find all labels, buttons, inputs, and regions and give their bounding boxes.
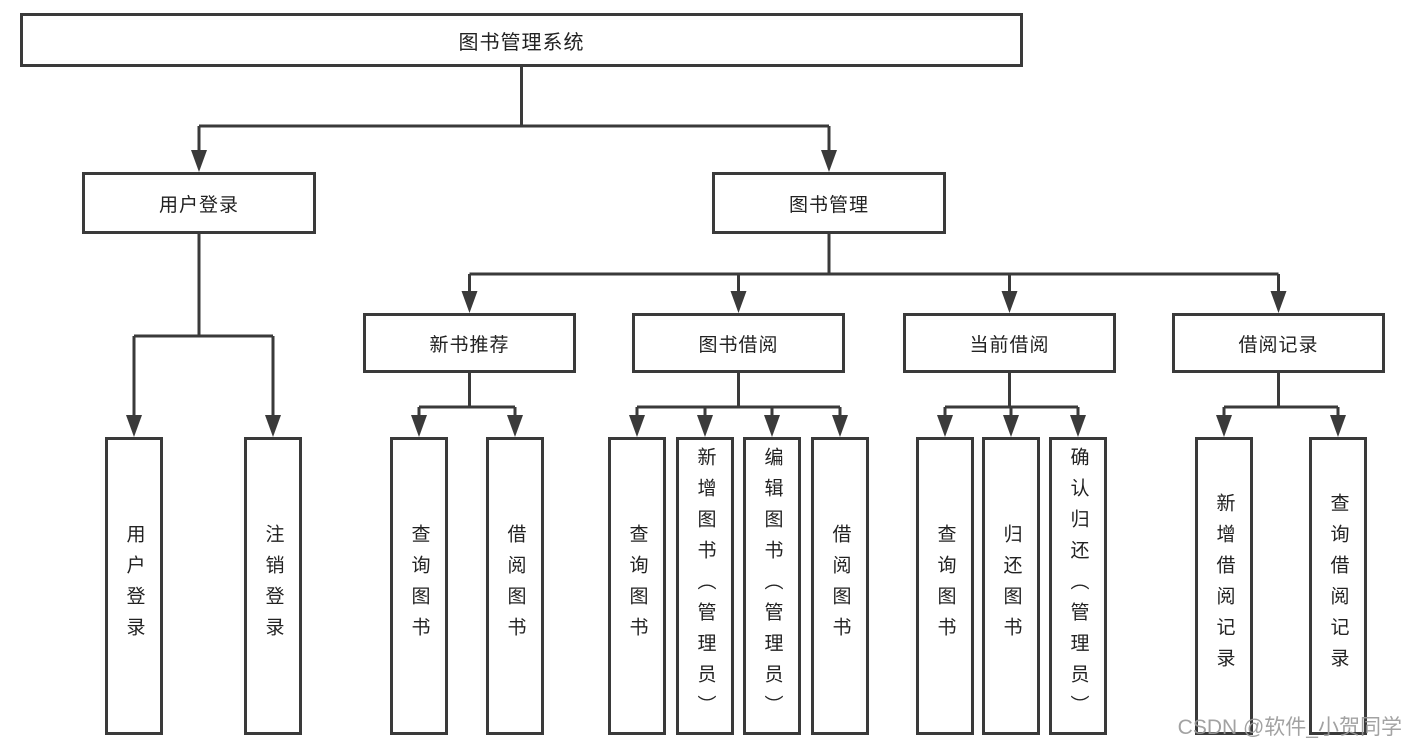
leaf-user-login: 用户登录 (105, 437, 163, 735)
leaf-query-books-borrow: 查询图书 (608, 437, 666, 735)
node-label: 查询借阅记录 (1327, 493, 1349, 679)
leaf-edit-books-admin: 编辑图书（管理员） (743, 437, 801, 735)
node-label: 用户登录 (158, 194, 239, 216)
node-label: 用户登录 (123, 524, 145, 648)
node-label: 归还图书 (1000, 524, 1022, 648)
arrowhead-icon (937, 415, 953, 437)
node-label: 图书管理系统 (458, 31, 585, 54)
node-current-borrow: 当前借阅 (903, 313, 1116, 373)
arrowhead-icon (1003, 415, 1019, 437)
node-label: 当前借阅 (969, 334, 1050, 356)
node-book-management-module: 图书管理 (712, 172, 946, 234)
node-label: 注销登录 (262, 524, 284, 648)
arrowhead-icon (1270, 291, 1287, 313)
arrowhead-icon (832, 415, 848, 437)
leaf-query-books-current: 查询图书 (916, 437, 974, 735)
arrowhead-icon (1001, 291, 1018, 313)
node-label: 图书管理 (788, 194, 869, 216)
node-label: 查询图书 (626, 524, 648, 648)
leaf-confirm-return-admin: 确认归还（管理员） (1049, 437, 1107, 735)
leaf-add-borrow-record: 新增借阅记录 (1195, 437, 1253, 735)
arrowhead-icon (697, 415, 713, 437)
node-new-book-recommend: 新书推荐 (363, 313, 576, 373)
node-label: 新增借阅记录 (1213, 493, 1235, 679)
arrowhead-icon (191, 150, 207, 172)
node-user-login-module: 用户登录 (82, 172, 316, 234)
node-label: 新增图书（管理员） (694, 446, 716, 726)
arrowhead-icon (461, 291, 478, 313)
leaf-query-borrow-record: 查询借阅记录 (1309, 437, 1367, 735)
node-label: 确认归还（管理员） (1067, 446, 1089, 726)
node-book-borrow: 图书借阅 (632, 313, 845, 373)
arrowhead-icon (764, 415, 780, 437)
leaf-borrow-books-recommend: 借阅图书 (486, 437, 544, 735)
leaf-add-books-admin: 新增图书（管理员） (676, 437, 734, 735)
node-library-system: 图书管理系统 (20, 13, 1023, 67)
node-label: 查询图书 (408, 524, 430, 648)
leaf-borrow-books: 借阅图书 (811, 437, 869, 735)
arrowhead-icon (411, 415, 427, 437)
node-label: 借阅图书 (504, 524, 526, 648)
node-label: 编辑图书（管理员） (761, 446, 783, 726)
arrowhead-icon (1216, 415, 1232, 437)
arrowhead-icon (821, 150, 837, 172)
node-label: 查询图书 (934, 524, 956, 648)
leaf-logout: 注销登录 (244, 437, 302, 735)
arrowhead-icon (265, 415, 281, 437)
arrowhead-icon (730, 291, 747, 313)
node-label: 借阅图书 (829, 524, 851, 648)
arrowhead-icon (126, 415, 142, 437)
arrowhead-icon (1070, 415, 1086, 437)
node-label: 借阅记录 (1238, 334, 1319, 356)
arrowhead-icon (629, 415, 645, 437)
node-borrow-record: 借阅记录 (1172, 313, 1385, 373)
node-label: 图书借阅 (698, 334, 779, 356)
node-label: 新书推荐 (429, 334, 510, 356)
arrowhead-icon (1330, 415, 1346, 437)
csdn-watermark: CSDN @软件_小贺同学 (1177, 716, 1402, 739)
leaf-query-books-recommend: 查询图书 (390, 437, 448, 735)
arrowhead-icon (507, 415, 523, 437)
leaf-return-books: 归还图书 (982, 437, 1040, 735)
